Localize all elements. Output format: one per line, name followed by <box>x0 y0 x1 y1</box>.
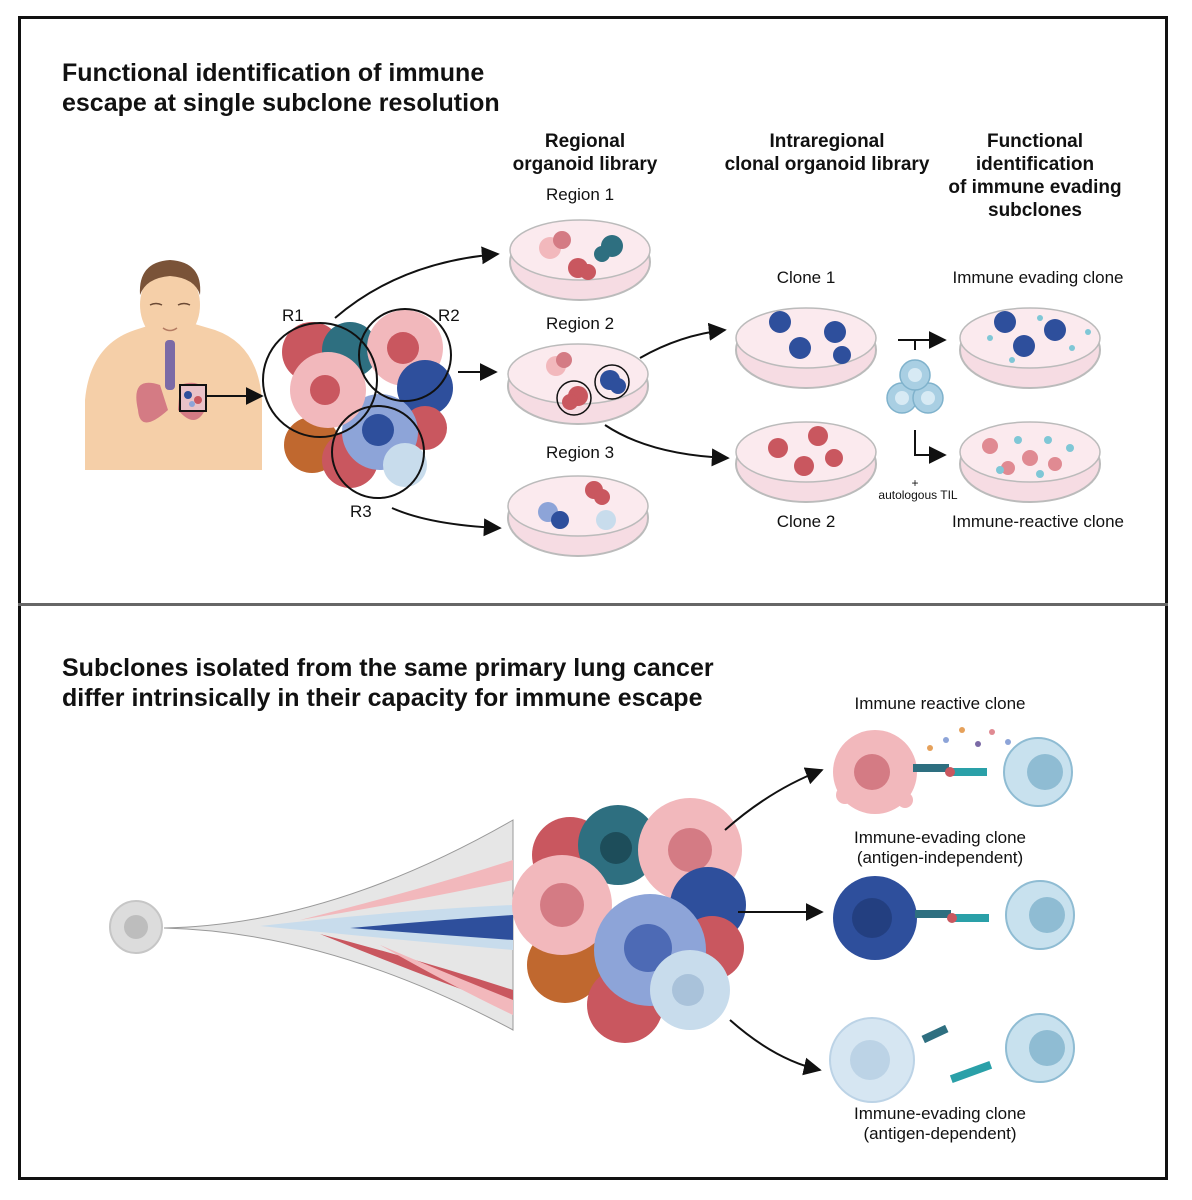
header-regional-line-1: Regional <box>544 131 626 152</box>
til-label: autologous TIL <box>878 488 958 502</box>
bottom-title-line-2: differ intrinsically in their capacity f… <box>62 684 703 712</box>
header-intra-line-2: clonal organoid library <box>724 154 930 175</box>
label-r1: R1 <box>282 306 304 325</box>
header-func-line-4: subclones <box>988 200 1082 221</box>
label-region-1: Region 1 <box>545 185 615 204</box>
label-region-3: Region 3 <box>545 443 615 462</box>
header-intra-line-1: Intraregional <box>769 131 885 152</box>
bottom-title-line-1: Subclones isolated from the same primary… <box>62 654 714 682</box>
dish-region-3 <box>507 475 649 557</box>
label-reactive-clone-bottom: Immune reactive clone <box>854 694 1026 713</box>
dish-region-2 <box>507 343 649 425</box>
single-origin-cell <box>109 900 163 954</box>
tumor-mass-top <box>262 308 453 499</box>
panel-divider <box>18 603 1168 606</box>
til-cells <box>886 359 944 414</box>
label-evading-independent: Immune-evading clone (antigen-independen… <box>830 828 1050 868</box>
top-title-line-2: escape at single subclone resolution <box>62 89 500 117</box>
dish-reactive-outcome <box>959 421 1101 503</box>
evading-independent-line-2: (antigen-independent) <box>856 848 1024 867</box>
header-regional-library: Regional organoid library <box>500 130 670 176</box>
header-func-line-1: Functional <box>986 131 1084 152</box>
patient-figure <box>85 260 262 470</box>
label-clone-1: Clone 1 <box>776 268 836 287</box>
label-r2: R2 <box>438 306 460 325</box>
dish-clone-1 <box>735 307 877 389</box>
tumor-mass-bottom <box>512 798 746 1043</box>
header-intraregional-library: Intraregional clonal organoid library <box>712 130 942 176</box>
evading-independent-line-1: Immune-evading clone <box>854 828 1026 847</box>
dish-clone-2 <box>735 421 877 503</box>
figure-frame <box>18 16 1168 1180</box>
evading-dependent-line-2: (antigen-dependent) <box>863 1124 1017 1143</box>
til-plus-sign: + <box>911 476 919 490</box>
evading-dependent-line-1: Immune-evading clone <box>854 1104 1026 1123</box>
label-immune-evading-clone: Immune evading clone <box>952 268 1124 287</box>
label-evading-dependent: Immune-evading clone (antigen-dependent) <box>830 1104 1050 1144</box>
reactive-clone-interaction <box>833 727 1073 814</box>
top-title-line-1: Functional identification of immune <box>62 59 485 87</box>
bottom-panel-title: Subclones isolated from the same primary… <box>62 653 714 713</box>
evading-independent-interaction <box>833 876 1075 960</box>
label-immune-reactive-clone: Immune-reactive clone <box>952 512 1124 531</box>
header-regional-line-2: organoid library <box>512 154 658 175</box>
label-r3: R3 <box>350 502 372 521</box>
header-func-line-3: of immune evading <box>948 177 1122 198</box>
header-func-line-2: identification <box>975 154 1095 175</box>
dish-evading-outcome <box>959 307 1101 389</box>
evading-dependent-interaction <box>829 1013 1075 1103</box>
label-region-2: Region 2 <box>545 314 615 333</box>
clonal-evolution-fan <box>163 819 514 1031</box>
header-functional-identification: Functional identification of immune evad… <box>940 130 1130 222</box>
top-panel-title: Functional identification of immune esca… <box>62 58 500 118</box>
dish-region-1 <box>509 219 651 301</box>
label-clone-2: Clone 2 <box>776 512 836 531</box>
